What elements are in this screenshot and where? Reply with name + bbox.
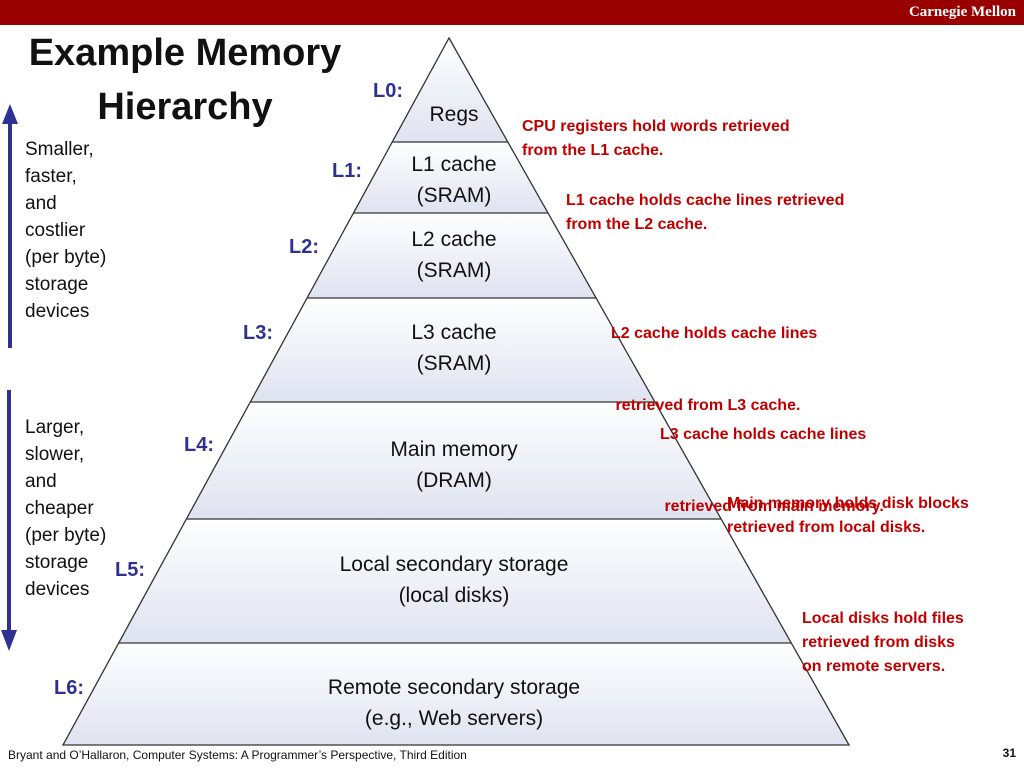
header-bar: Carnegie Mellon [0,0,1024,25]
down-arrow [1,390,17,651]
note-line: Main memory holds disk blocks [727,495,969,512]
note-l2: L2 cache holds cache lines retrieved fro… [611,274,817,442]
pyramid-tier-band [307,213,597,298]
note-line: L1 cache holds cache lines retrieved [566,192,845,209]
slide-title: Example Memory Hierarchy [0,26,370,134]
side-text-bottom: Larger, slower, and cheaper (per byte) s… [25,414,106,603]
tier-local-storage: Local secondary storage (local disks) [294,549,614,611]
note-line: L2 cache holds cache lines [611,325,818,342]
level-label-l3: L3: [243,322,273,344]
pyramid-tier-band [392,38,508,142]
note-l3: L3 cache holds cache lines retrieved fro… [660,375,884,543]
side-top-line: and [25,193,57,214]
tier-name-line: L3 cache [411,321,497,344]
side-bottom-line: devices [25,579,90,600]
tier-main-memory: Main memory (DRAM) [334,434,574,496]
tier-name-line: (e.g., Web servers) [364,707,544,730]
side-top-line: faster, [25,166,77,187]
level-label-l1: L1: [332,160,362,182]
side-bottom-line: (per byte) [25,525,107,546]
tier-name-line: (SRAM) [416,352,492,375]
tier-name-line: (local disks) [398,584,510,607]
tier-name-line: (SRAM) [416,184,492,207]
note-line: L3 cache holds cache lines [660,426,867,443]
note-l5: Local disks hold files retrieved from di… [802,607,964,679]
tier-name-line: Main memory [390,438,518,461]
side-top-line: (per byte) [25,247,107,268]
tier-name-line: Local secondary storage [339,553,569,576]
footer-citation: Bryant and O’Hallaron, Computer Systems:… [8,748,467,762]
brand-name: Carnegie Mellon [908,4,1016,20]
note-line: retrieved from local disks. [727,519,926,536]
side-top-line: storage [25,274,89,295]
tier-name-line: L2 cache [411,228,497,251]
side-text-top: Smaller, faster, and costlier (per byte)… [25,136,106,325]
note-line: on remote servers. [802,658,946,675]
side-bottom-line: cheaper [25,498,94,519]
side-top-line: Smaller, [25,139,94,160]
up-arrow [2,104,18,348]
level-label-l0: L0: [373,80,403,102]
note-l4: Main memory holds disk blocks retrieved … [727,492,969,540]
level-label-l2: L2: [289,236,319,258]
tier-regs: Regs [404,99,504,130]
note-line: retrieved from L3 cache. [611,397,801,414]
note-line: from the L2 cache. [566,216,708,233]
pyramid-tier-band [250,298,655,402]
note-line: retrieved from disks [802,634,955,651]
note-l1: L1 cache holds cache lines retrieved fro… [566,189,844,237]
level-label-l6: L6: [54,677,84,699]
tier-name-line: Regs [429,103,479,126]
pyramid-tier-band [118,519,792,643]
page-number: 31 [1002,746,1016,760]
level-label-l5: L5: [115,559,145,581]
side-bottom-line: and [25,471,57,492]
note-line: retrieved from main memory. [660,498,884,515]
note-line: CPU registers hold words retrieved [522,118,790,135]
note-line: Local disks hold files [802,610,964,627]
pyramid-tier-band [353,142,549,213]
tier-remote-storage: Remote secondary storage (e.g., Web serv… [284,672,624,734]
tier-l1-cache: L1 cache (SRAM) [374,149,534,211]
note-l0: CPU registers hold words retrieved from … [522,115,790,163]
tier-l2-cache: L2 cache (SRAM) [374,224,534,286]
tier-name-line: (SRAM) [416,259,492,282]
pyramid-tier-band [186,402,722,519]
pyramid-outline [61,36,851,746]
side-bottom-line: slower, [25,444,85,465]
side-top-line: costlier [25,220,86,241]
side-top-line: devices [25,301,90,322]
note-line: from the L1 cache. [522,142,664,159]
title-line-2: Hierarchy [97,86,273,128]
title-line-1: Example Memory [28,32,342,74]
pyramid-tier-band [63,643,849,745]
tier-name-line: Remote secondary storage [327,676,581,699]
level-label-l4: L4: [184,434,214,456]
side-bottom-line: Larger, [25,417,85,438]
tier-l3-cache: L3 cache (SRAM) [374,317,534,379]
tier-name-line: L1 cache [411,153,497,176]
tier-name-line: (DRAM) [416,469,492,492]
side-bottom-line: storage [25,552,89,573]
